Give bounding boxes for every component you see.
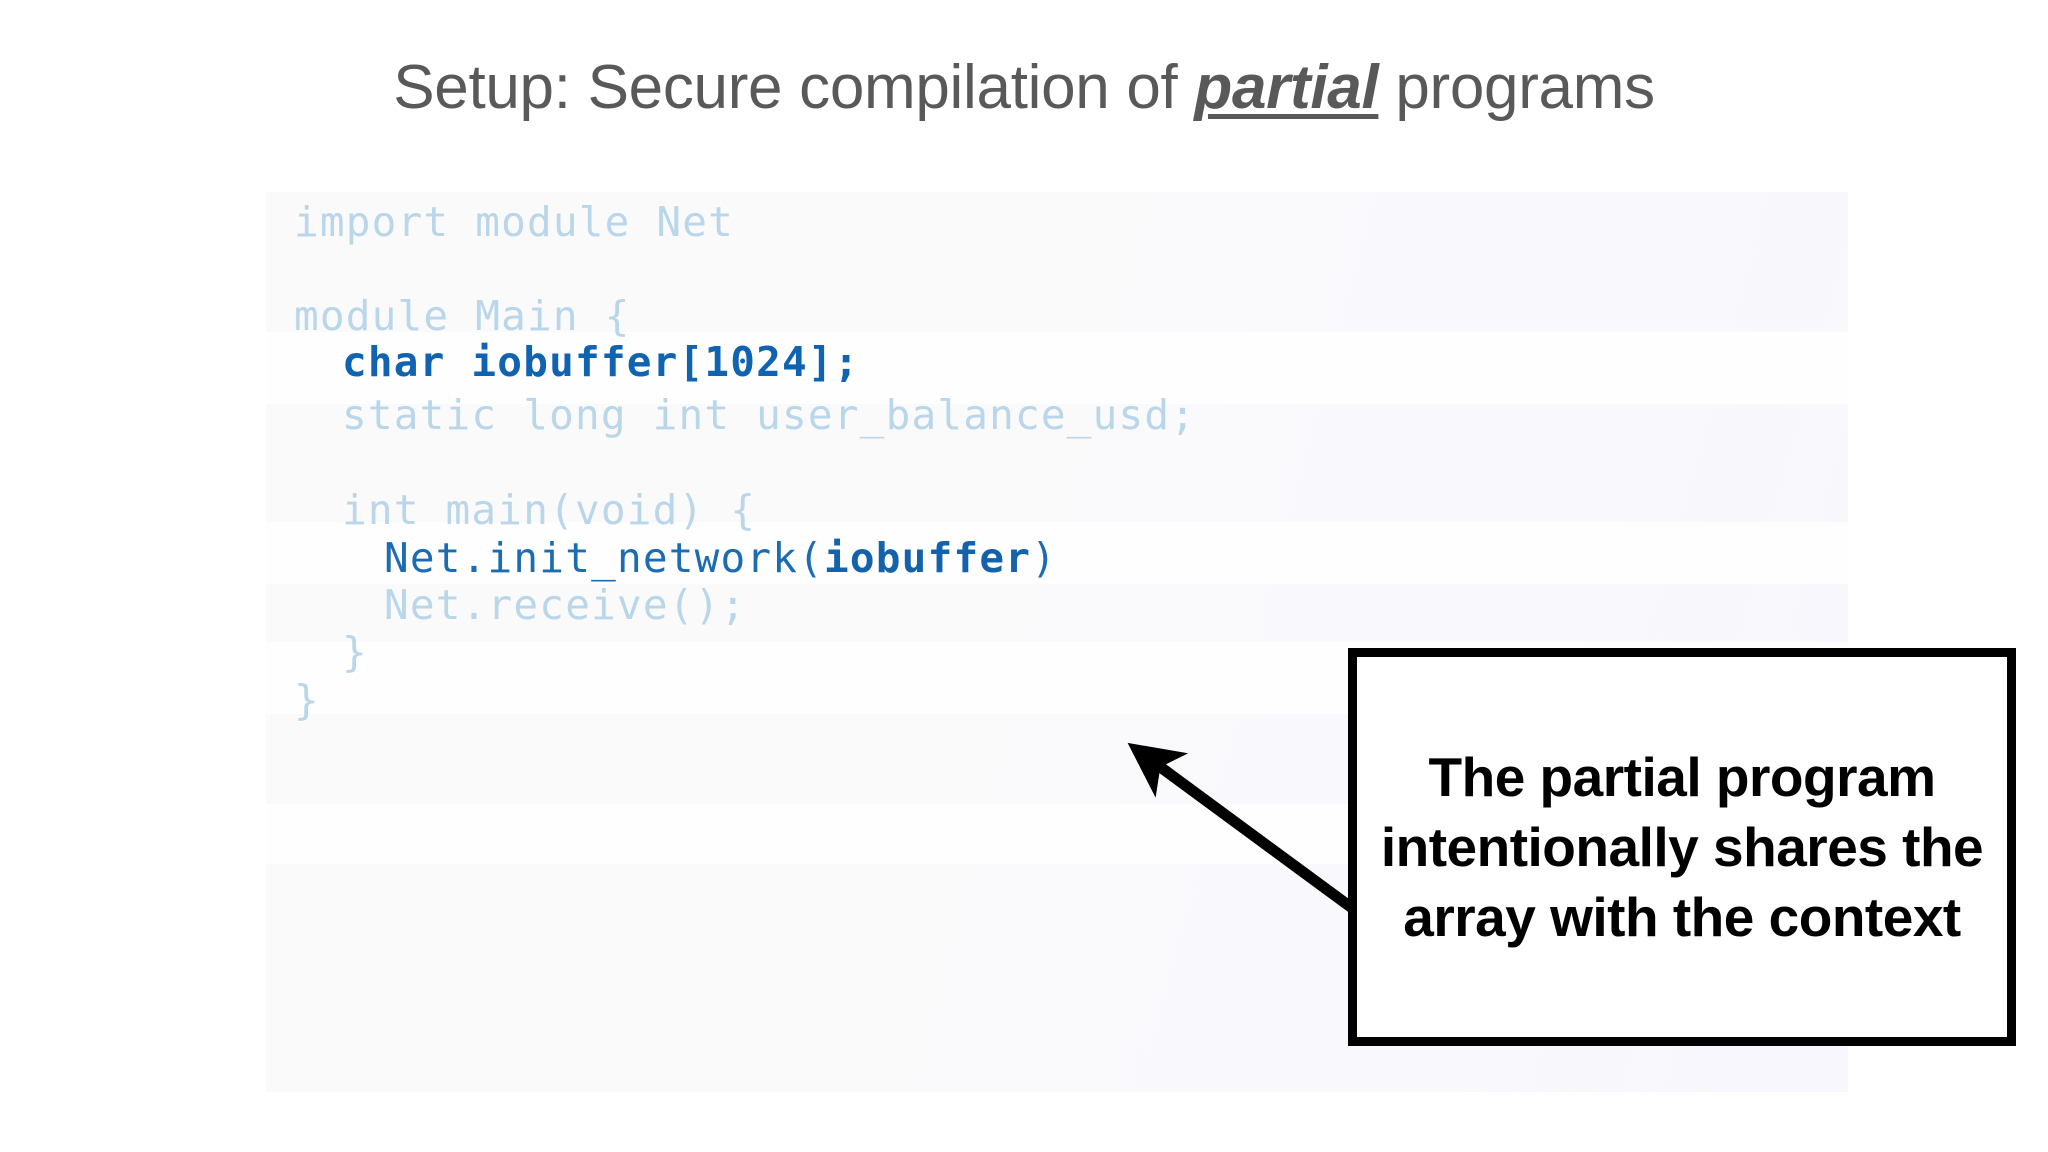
code-line-static-long: static long int user_balance_usd;	[342, 391, 1197, 439]
code-line-init-network: Net.init_network(iobuffer)	[384, 528, 1057, 588]
init-network-prefix: Net.init_network(	[384, 534, 825, 582]
callout-box: The partial program intentionally shares…	[1348, 648, 2016, 1046]
title-prefix: Setup: Secure compilation of	[393, 53, 1195, 122]
arrow-shaft	[1127, 742, 1356, 913]
callout-text: The partial program intentionally shares…	[1380, 746, 1984, 948]
init-network-argument: iobuffer	[824, 534, 1032, 582]
code-line-import: import module Net	[294, 198, 735, 246]
title-suffix: programs	[1378, 53, 1655, 122]
code-line-close-inner: }	[342, 628, 368, 676]
code-line-module-main: module Main {	[294, 292, 631, 340]
code-line-int-main: int main(void) {	[342, 486, 757, 534]
code-block: import module Net module Main { char iob…	[266, 192, 1848, 1092]
init-network-suffix: )	[1031, 534, 1057, 582]
page-title: Setup: Secure compilation of partial pro…	[0, 52, 2048, 123]
title-emphasis-partial: partial	[1194, 53, 1379, 122]
code-line-receive: Net.receive();	[384, 581, 747, 629]
code-line-char-iobuffer: char iobuffer[1024];	[342, 338, 860, 386]
code-line-close-outer: }	[294, 676, 320, 724]
